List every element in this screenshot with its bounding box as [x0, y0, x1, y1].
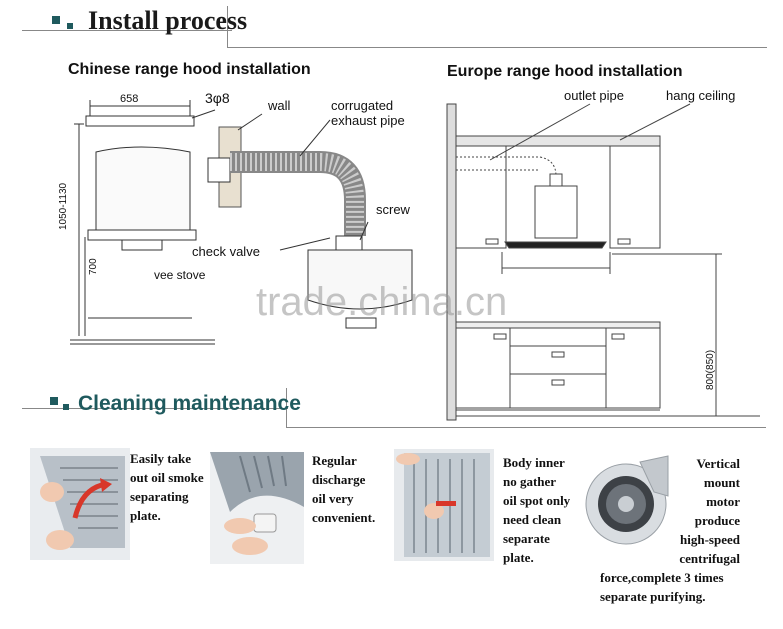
cleaning-item-2-text: Regular discharge oil very convenient. — [312, 451, 412, 527]
pipe-label-line2: exhaust pipe — [331, 113, 405, 128]
section-marker-icon — [50, 397, 58, 405]
centrifugal-motor-photo — [585, 455, 669, 545]
cleaning-title: Cleaning maintenance — [78, 392, 301, 415]
text-line: out oil smoke — [130, 470, 204, 485]
text-line: separating — [130, 489, 189, 504]
text-line: force,complete 3 times — [600, 570, 724, 585]
screw-label: screw — [376, 202, 410, 217]
dim-holes: 3φ8 — [205, 90, 230, 106]
install-title: Install process — [88, 6, 248, 35]
partial-label: vee stove — [154, 268, 206, 282]
watermark: trade.china.cn — [256, 280, 508, 324]
grille-removal-photo — [30, 448, 130, 560]
cleaning-item-4-tail: force,complete 3 times separate purifyin… — [600, 568, 760, 606]
text-line: mount — [703, 475, 740, 490]
body-inner-photo — [394, 449, 494, 561]
text-line: centrifugal — [679, 551, 740, 566]
text-line: discharge — [312, 472, 366, 487]
pipe-label: corrugated exhaust pipe — [331, 98, 405, 128]
text-line: Easily take — [130, 451, 192, 466]
europe-install-title: Europe range hood installation — [447, 63, 683, 80]
dim-width: 658 — [120, 93, 139, 105]
oil-cup-photo — [210, 452, 304, 564]
text-line: plate. — [130, 508, 161, 523]
text-line: Vertical — [696, 456, 740, 471]
outlet-pipe-label: outlet pipe — [564, 88, 624, 103]
text-line: Body inner — [503, 455, 565, 470]
text-line: convenient. — [312, 510, 376, 525]
text-line: produce — [694, 513, 740, 528]
text-line: separate purifying. — [600, 589, 706, 604]
text-line: high-speed — [680, 532, 740, 547]
section-marker-icon — [52, 16, 60, 24]
text-line: separate — [503, 531, 550, 546]
hang-ceiling-label: hang ceiling — [666, 88, 736, 103]
cleaning-item-3-text: Body inner no gather oil spot only need … — [503, 453, 603, 567]
cleaning-item-1-text: Easily take out oil smoke separating pla… — [130, 449, 230, 525]
text-line: plate. — [503, 550, 534, 565]
chinese-install-title: Chinese range hood installation — [68, 61, 311, 78]
section-marker-icon — [67, 23, 73, 29]
text-line: oil spot only — [503, 493, 571, 508]
text-line: need clean — [503, 512, 562, 527]
text-line: no gather — [503, 474, 557, 489]
text-line: oil very — [312, 491, 354, 506]
text-line: motor — [706, 494, 740, 509]
wall-label: wall — [268, 98, 291, 113]
cleaning-item-4-text: Vertical mount motor produce high-speed … — [600, 454, 740, 568]
pipe-label-line1: corrugated — [331, 98, 394, 113]
check-valve-label: check valve — [192, 244, 260, 259]
dim-800: 800(850) — [705, 349, 716, 390]
text-line: Regular — [312, 453, 357, 468]
section-marker-icon — [63, 404, 69, 410]
